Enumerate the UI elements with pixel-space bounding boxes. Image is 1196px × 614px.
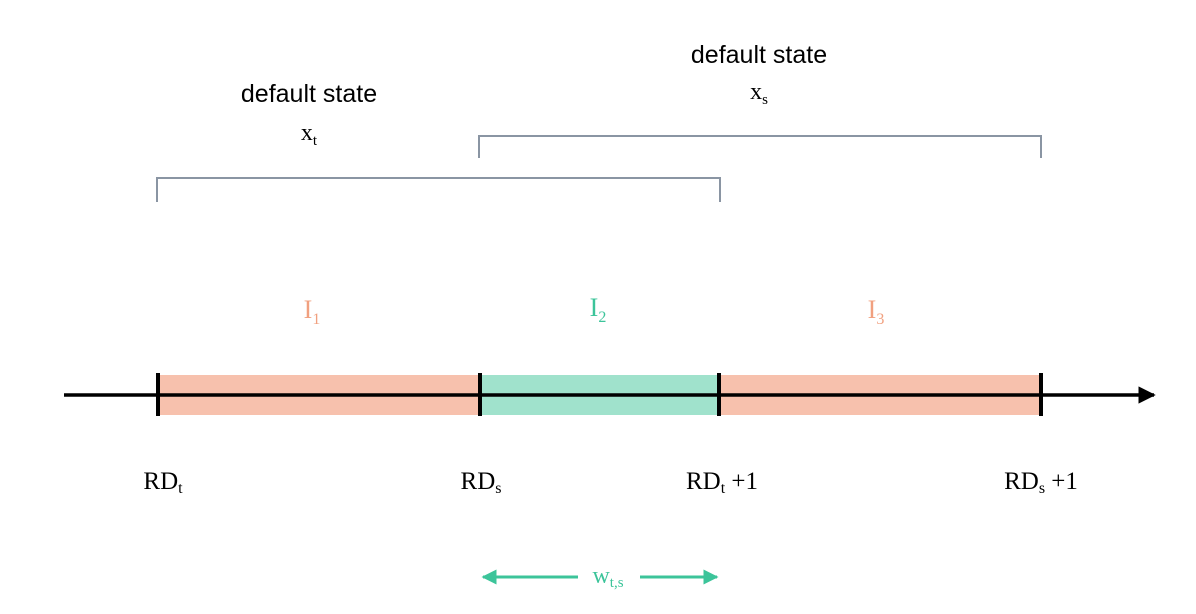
tick-label-rds: RDs [461, 468, 502, 497]
state-t-title: default state [241, 80, 377, 108]
interval-3-label: I3 [868, 295, 885, 328]
interval-1-label: I1 [304, 295, 321, 328]
tick-label-rdt: RDt [143, 468, 183, 497]
interval-2-label: I2 [590, 293, 607, 326]
tick-label-rdt-plus-1: RDt +1 [686, 468, 758, 497]
tick-label-rds-plus-1: RDs +1 [1004, 468, 1078, 497]
bracket-state-s [478, 135, 1042, 158]
state-s-symbol: xs [750, 79, 768, 108]
state-t-symbol: xt [301, 120, 318, 149]
bracket-state-t [156, 177, 721, 202]
window-label: wt,s [592, 563, 623, 591]
state-s-title: default state [691, 41, 827, 69]
